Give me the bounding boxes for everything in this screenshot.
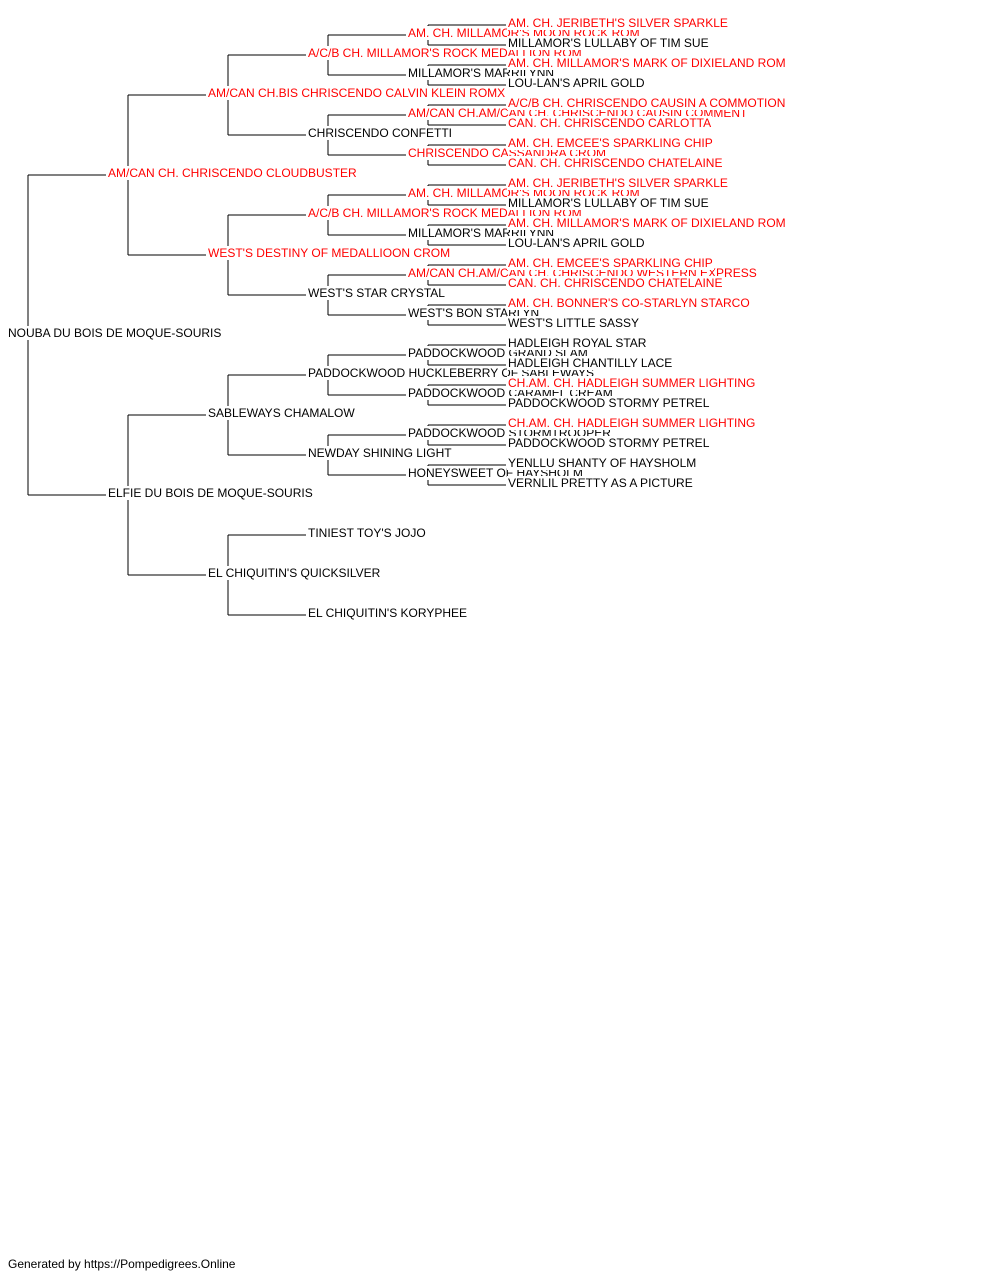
dog-subject-sire-sire-sire-sire-sire[interactable]: AM. CH. JERIBETH'S SILVER SPARKLE — [507, 16, 729, 30]
dog-subject-sire-sire-dam[interactable]: CHRISCENDO CONFETTI — [307, 126, 453, 140]
dog-subject-sire-sire-sire-sire-dam[interactable]: MILLAMOR'S LULLABY OF TIM SUE — [507, 36, 710, 50]
dog-subject-sire[interactable]: AM/CAN CH. CHRISCENDO CLOUDBUSTER — [107, 166, 358, 180]
dog-subject-sire-sire[interactable]: AM/CAN CH.BIS CHRISCENDO CALVIN KLEIN RO… — [207, 86, 507, 100]
dog-subject-sire-dam-sire-sire-dam[interactable]: MILLAMOR'S LULLABY OF TIM SUE — [507, 196, 710, 210]
dog-subject[interactable]: NOUBA DU BOIS DE MOQUE-SOURIS — [7, 326, 223, 340]
dog-subject-dam-dam-dam[interactable]: EL CHIQUITIN'S KORYPHEE — [307, 606, 468, 620]
dog-subject-dam-sire-sire-dam-sire[interactable]: CH.AM. CH. HADLEIGH SUMMER LIGHTING — [507, 376, 757, 390]
dog-subject-sire-dam-dam-dam[interactable]: WEST'S BON STARLYN — [407, 306, 541, 320]
dog-subject-sire-dam-sire-sire-sire[interactable]: AM. CH. JERIBETH'S SILVER SPARKLE — [507, 176, 729, 190]
dog-subject-dam-dam[interactable]: EL CHIQUITIN'S QUICKSILVER — [207, 566, 382, 580]
dog-subject-sire-dam-dam-sire-sire[interactable]: AM. CH. EMCEE'S SPARKLING CHIP — [507, 256, 714, 270]
dog-subject-dam-sire-dam-dam-sire[interactable]: YENLLU SHANTY OF HAYSHOLM — [507, 456, 698, 470]
dog-subject-sire-dam-dam-dam-dam[interactable]: WEST'S LITTLE SASSY — [507, 316, 640, 330]
dog-subject-dam-sire-dam-dam-dam[interactable]: VERNLIL PRETTY AS A PICTURE — [507, 476, 694, 490]
dog-subject-sire-sire-dam-sire-sire[interactable]: A/C/B CH. CHRISCENDO CAUSIN A COMMOTION — [507, 96, 787, 110]
dog-subject-dam-sire[interactable]: SABLEWAYS CHAMALOW — [207, 406, 356, 420]
dog-subject-sire-dam-dam-sire-dam[interactable]: CAN. CH. CHRISCENDO CHATELAINE — [507, 276, 724, 290]
dog-subject-dam-sire-sire-sire-sire[interactable]: HADLEIGH ROYAL STAR — [507, 336, 648, 350]
dog-subject-sire-sire-sire-dam-sire[interactable]: AM. CH. MILLAMOR'S MARK OF DIXIELAND ROM — [507, 56, 787, 70]
dog-subject-dam-sire-dam-sire-dam[interactable]: PADDOCKWOOD STORMY PETREL — [507, 436, 711, 450]
dog-subject-dam-sire-sire-sire-dam[interactable]: HADLEIGH CHANTILLY LACE — [507, 356, 674, 370]
dog-subject-sire-sire-dam-dam-dam[interactable]: CAN. CH. CHRISCENDO CHATELAINE — [507, 156, 724, 170]
dog-subject-sire-sire-dam-dam-sire[interactable]: AM. CH. EMCEE'S SPARKLING CHIP — [507, 136, 714, 150]
dog-subject-dam-sire-dam[interactable]: NEWDAY SHINING LIGHT — [307, 446, 453, 460]
dog-subject-sire-sire-sire-dam-dam[interactable]: LOU-LAN'S APRIL GOLD — [507, 76, 646, 90]
dog-subject-sire-sire-dam-sire-dam[interactable]: CAN. CH. CHRISCENDO CARLOTTA — [507, 116, 713, 130]
dog-subject-dam-sire-sire-dam-dam[interactable]: PADDOCKWOOD STORMY PETREL — [507, 396, 711, 410]
dog-subject-dam[interactable]: ELFIE DU BOIS DE MOQUE-SOURIS — [107, 486, 314, 500]
dog-subject-sire-dam[interactable]: WEST'S DESTINY OF MEDALLIOON CROM — [207, 246, 452, 260]
dog-subject-dam-sire-dam-sire-sire[interactable]: CH.AM. CH. HADLEIGH SUMMER LIGHTING — [507, 416, 757, 430]
dog-subject-sire-dam-sire-dam-dam[interactable]: LOU-LAN'S APRIL GOLD — [507, 236, 646, 250]
dog-subject-sire-dam-sire-dam-sire[interactable]: AM. CH. MILLAMOR'S MARK OF DIXIELAND ROM — [507, 216, 787, 230]
generated-by-footer: Generated by https://Pompedigrees.Online — [8, 1257, 236, 1271]
dog-subject-sire-dam-dam-dam-sire[interactable]: AM. CH. BONNER'S CO-STARLYN STARCO — [507, 296, 751, 310]
dog-subject-sire-dam-dam[interactable]: WEST'S STAR CRYSTAL — [307, 286, 446, 300]
dog-subject-dam-dam-sire[interactable]: TINIEST TOY'S JOJO — [307, 526, 427, 540]
